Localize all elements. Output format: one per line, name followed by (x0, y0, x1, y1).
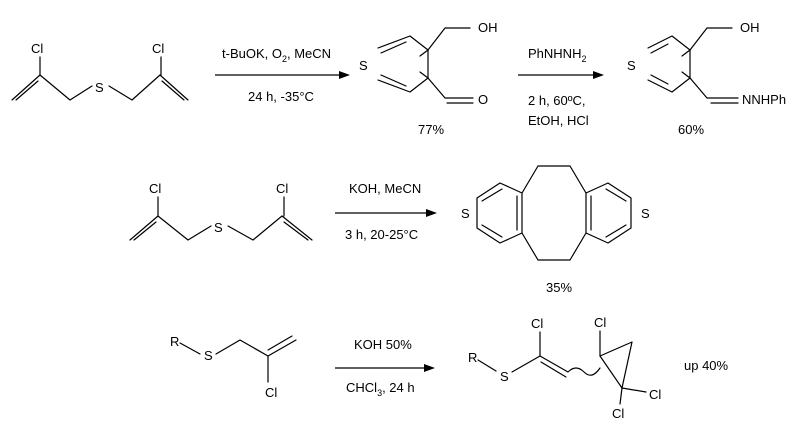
reaction-arrow (518, 71, 604, 79)
atom-cl: Cl (649, 387, 661, 402)
atom-s: S (95, 80, 104, 95)
bond (621, 387, 647, 393)
atom-oh: OH (478, 20, 498, 35)
bond (476, 182, 523, 244)
bond (650, 74, 669, 85)
second-conditions: EtOH, HCl (528, 113, 589, 128)
bond (283, 221, 309, 241)
atom-s: S (461, 206, 470, 221)
row3-starting-material: R S Cl (170, 334, 297, 400)
yield-label: 77% (418, 122, 444, 137)
conditions-below: 24 h, -35°C (248, 89, 314, 104)
bond (267, 339, 297, 357)
atom-cl: Cl (31, 41, 43, 56)
bond (15, 80, 39, 101)
bond (157, 215, 212, 241)
bond (540, 361, 567, 378)
bond (511, 355, 541, 373)
reaction-arrow (335, 209, 437, 217)
bond (481, 188, 503, 202)
row1-product-hydrazone: S OH NNHPh (627, 20, 786, 107)
bond (619, 387, 623, 405)
yield-label: 60% (678, 122, 704, 137)
bond (267, 335, 293, 351)
bond (689, 77, 739, 99)
atom-nnhph: NNHPh (742, 92, 786, 107)
conditions-above: KOH, MeCN (349, 181, 421, 196)
bond (39, 74, 93, 101)
row1-starting-material: Cl Cl S (11, 41, 189, 101)
atom-cl: Cl (152, 41, 164, 56)
bond (380, 74, 407, 87)
bond (129, 215, 159, 241)
bond (481, 224, 503, 238)
bond (380, 41, 407, 54)
atom-r: R (170, 334, 179, 349)
bond (605, 188, 627, 202)
bond (419, 49, 429, 79)
bond (599, 341, 633, 389)
bond (281, 215, 313, 241)
row1-product-aldehyde: S OH O (359, 20, 498, 107)
atom-s: S (214, 220, 223, 235)
bond (161, 80, 185, 101)
atom-r: R (468, 350, 477, 365)
conditions-below: 3 h, 20-25°C (345, 227, 418, 242)
bond (427, 77, 474, 99)
bond (647, 35, 691, 93)
bond (650, 43, 669, 54)
bond (539, 355, 569, 373)
atom-cl: Cl (276, 181, 288, 196)
second-conditions: 2 h, 60ºC, (528, 93, 586, 108)
bond (689, 27, 733, 51)
atom-o: O (478, 92, 488, 107)
atom-s: S (500, 369, 509, 384)
bond (681, 49, 691, 79)
atom-cl: Cl (612, 406, 624, 421)
bond (477, 359, 497, 372)
row2-starting-material: Cl Cl S (129, 181, 313, 241)
atom-cl: Cl (265, 385, 277, 400)
bond (521, 232, 587, 261)
bond (427, 27, 471, 51)
atom-cl: Cl (594, 315, 606, 330)
bond (605, 224, 627, 238)
yield-label: 35% (546, 280, 572, 295)
bond (11, 74, 41, 101)
conditions-below: CHCl3, 24 h (346, 380, 415, 398)
atom-s: S (204, 348, 213, 363)
bond (377, 35, 429, 93)
row3-product-cyclopropane: R S Cl Cl Cl Cl (468, 315, 661, 421)
atom-s: S (359, 58, 368, 73)
bond (215, 339, 269, 357)
bond (179, 342, 201, 355)
atom-s: S (641, 206, 650, 221)
atom-s: S (627, 58, 636, 73)
bond (521, 165, 587, 194)
row2-product-cyclooctadithiophene: S S (461, 165, 650, 261)
reaction-arrow (215, 71, 350, 79)
bond (227, 215, 283, 241)
reaction-arrow (335, 364, 435, 372)
atom-cl: Cl (531, 316, 543, 331)
yield-label: up 40% (684, 358, 729, 373)
conditions-above: t-BuOK, O2, MeCN (222, 46, 331, 64)
bond (159, 74, 189, 101)
conditions-above: KOH 50% (354, 337, 412, 352)
atom-oh: OH (740, 20, 760, 35)
bond (108, 74, 161, 101)
bond (567, 367, 601, 376)
second-reagent: PhNHNH2 (528, 46, 586, 64)
bond (133, 221, 157, 241)
atom-cl: Cl (149, 181, 161, 196)
bond (585, 182, 632, 244)
